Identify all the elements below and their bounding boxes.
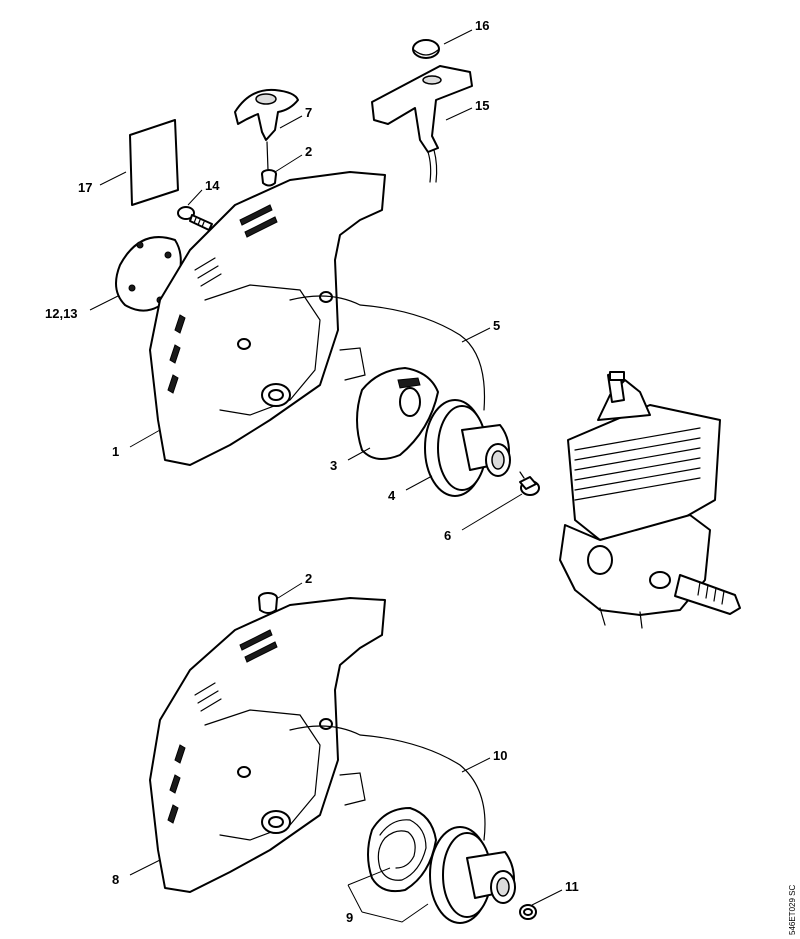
callout-17: 17 xyxy=(78,180,92,195)
part-11-nut xyxy=(519,904,537,920)
part-15-grip-handle xyxy=(371,65,473,183)
part-9-rewind-spring xyxy=(367,807,437,893)
part-2-bushing-upper xyxy=(261,169,277,187)
callout-8: 8 xyxy=(112,872,119,887)
part-6-screw xyxy=(519,471,540,496)
part-2-bushing-lower xyxy=(258,592,278,614)
diagram-code: 546ET029 SC xyxy=(788,885,797,935)
part-17-label xyxy=(129,119,179,206)
leader-lines xyxy=(89,29,563,923)
part-8-fan-housing xyxy=(149,597,386,893)
callout-11: 11 xyxy=(565,879,579,894)
callout-14: 14 xyxy=(205,178,220,193)
callout-3: 3 xyxy=(330,458,337,473)
part-7-starter-grip xyxy=(234,88,299,171)
callout-7: 7 xyxy=(305,105,312,120)
callout-1: 1 xyxy=(112,444,119,459)
engine-illustration xyxy=(559,371,741,629)
callout-2-upper: 2 xyxy=(305,144,312,159)
part-14-screw xyxy=(177,206,213,231)
callout-12-13: 12,13 xyxy=(45,306,78,321)
part-3-spring-disc xyxy=(356,367,439,460)
callout-9: 9 xyxy=(346,910,353,925)
callout-10: 10 xyxy=(493,748,507,763)
callout-6: 6 xyxy=(444,528,451,543)
callout-16: 16 xyxy=(475,18,489,33)
callout-15: 15 xyxy=(475,98,489,113)
part-16-cap xyxy=(412,39,440,59)
callout-2-lower: 2 xyxy=(305,571,312,586)
part-10-starter-rope xyxy=(289,725,486,841)
part-4-rope-rotor xyxy=(424,399,511,497)
part-5-starter-rope xyxy=(289,295,486,411)
part-1-fan-housing xyxy=(149,171,386,466)
part-9-rope-rotor xyxy=(429,826,516,924)
callout-5: 5 xyxy=(493,318,500,333)
callout-4: 4 xyxy=(388,488,396,503)
